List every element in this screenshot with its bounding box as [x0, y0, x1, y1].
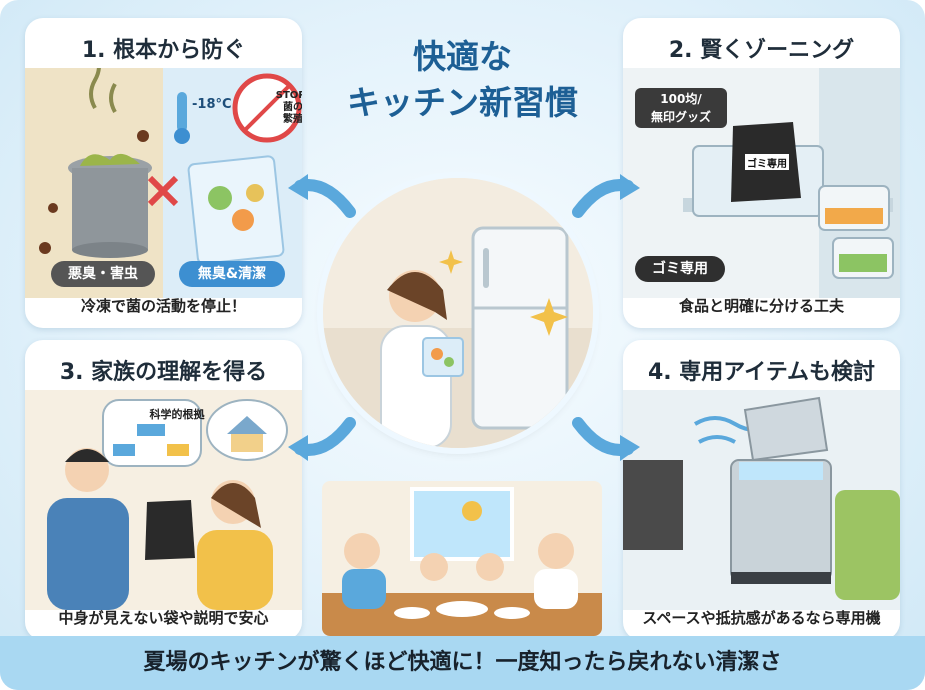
temperature-label: -18°C [192, 97, 232, 112]
arrow-to-card1-icon [288, 174, 356, 218]
bottom-banner: 夏場のキッチンが驚くほど快適に！一度知ったら戻れない清潔さ [0, 636, 925, 690]
center-kitchen-illustration [323, 178, 593, 448]
card-prevent-at-source: 1. 根本から防ぐ [25, 18, 302, 328]
stop-sign-text: STOP! 菌の 繁殖 [265, 90, 302, 126]
card-caption: 中身が見えない袋や説明で安心 [58, 609, 269, 627]
card-title: 2. 賢くゾーニング [668, 38, 855, 63]
stop-line1: STOP! [275, 90, 302, 101]
card-title: 3. 家族の理解を得る [59, 360, 268, 385]
main-title-line1: 快適な [413, 37, 512, 76]
card-title: 4. 専用アイテムも検討 [647, 360, 876, 385]
stop-line2: 菌の [283, 102, 302, 113]
shelf-label: ゴミ専用 [635, 256, 725, 282]
main-title-line2: キッチン新習慣 [347, 83, 578, 122]
tag-line1: 100均/ [660, 92, 702, 106]
arrow-to-card4-icon [572, 417, 640, 461]
stop-line3: 繁殖 [283, 114, 302, 125]
card-family-understanding: 3. 家族の理解を得る 科学的根拠 中身が見えない袋や説明で安心 [25, 340, 302, 640]
card-caption: 食品と明確に分ける工夫 [678, 297, 844, 315]
family-discussion-illustration [25, 390, 302, 610]
main-title: 快適な キッチン新習慣 [330, 34, 595, 126]
woman-with-fridge-scene [323, 178, 593, 448]
card-caption: スペースや抵抗感があるなら専用機 [642, 609, 881, 627]
card-title: 1. 根本から防ぐ [81, 38, 246, 63]
arrow-to-card3-icon [288, 417, 356, 461]
dedicated-bin-illustration [623, 390, 900, 610]
bag-label: ゴミ専用 [747, 159, 787, 170]
trash-vs-freezer-illustration [25, 68, 302, 298]
badge-good: 無臭&清潔 [179, 261, 285, 287]
card-dedicated-items: 4. 専用アイテムも検討 スペースや抵抗感があるなら専用機 [623, 340, 900, 640]
hundred-yen-tag: 100均/ 無印グッズ [635, 88, 727, 128]
tag-line2: 無印グッズ [650, 110, 711, 124]
bubble-text: 科学的根拠 [149, 408, 205, 421]
card-smart-zoning: 2. 賢くゾーニング 100均/ 無印グッズ ゴミ専用 ゴミ専用 食品と明確に分… [623, 18, 900, 328]
family-dinner-illustration [322, 481, 602, 636]
badge-bad: 悪臭・害虫 [51, 261, 155, 287]
card-caption: 冷凍で菌の活動を停止！ [80, 297, 246, 315]
arrow-to-card2-icon [572, 174, 640, 218]
